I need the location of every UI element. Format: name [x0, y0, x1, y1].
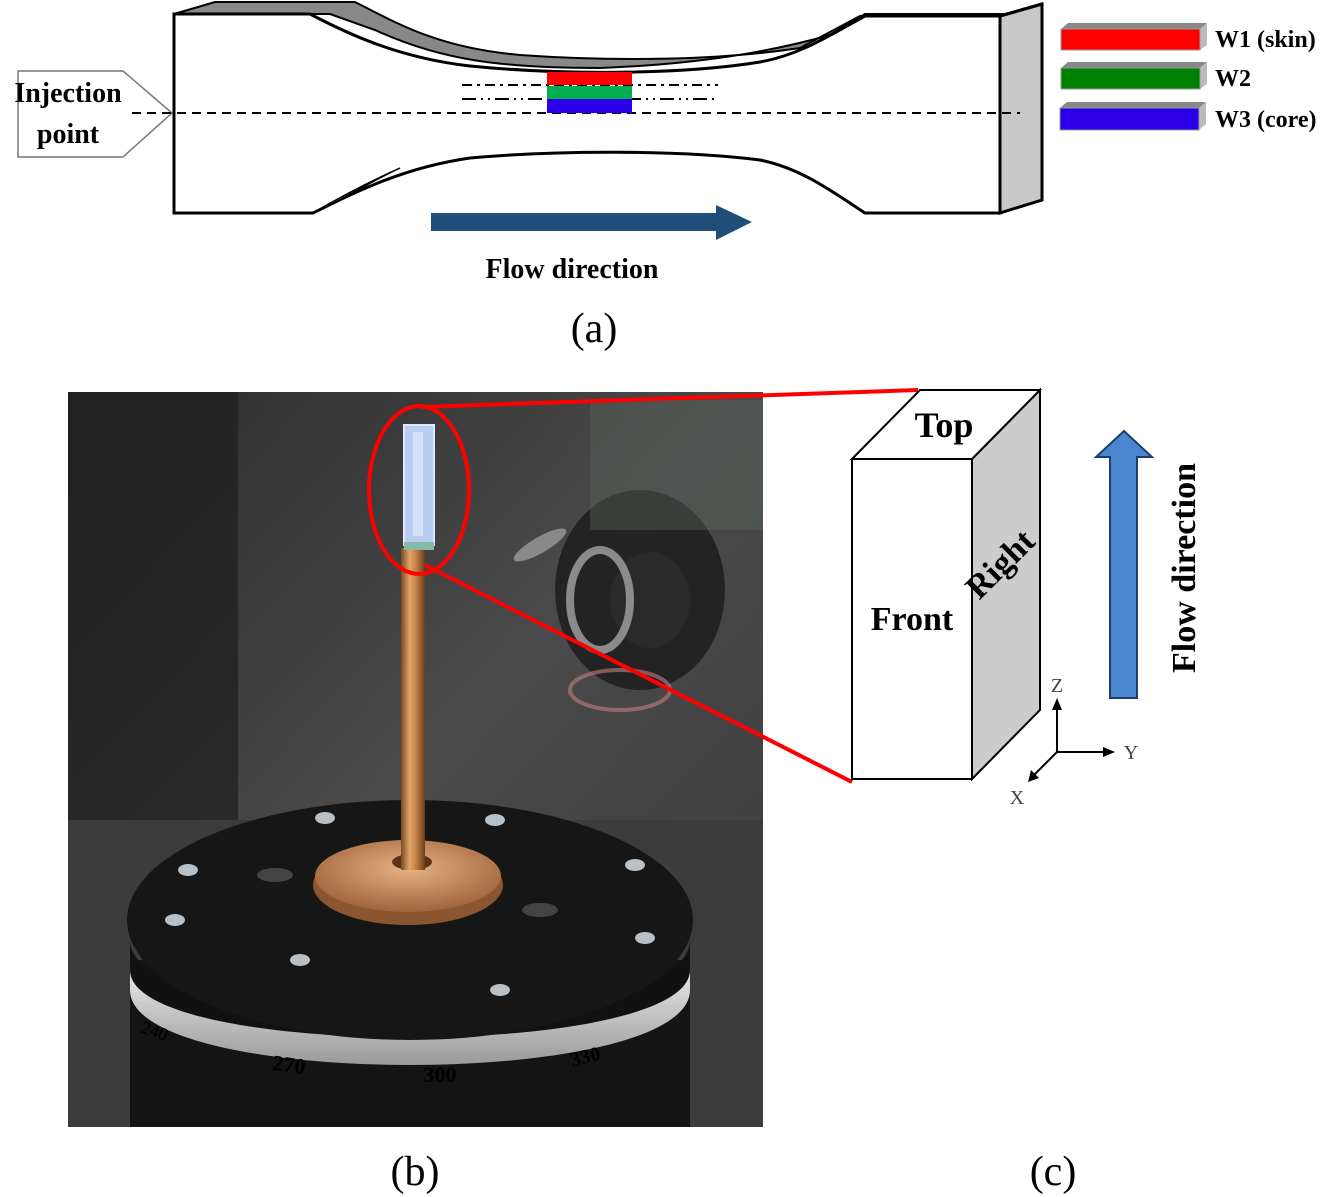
dogbone-bottom-edge: [312, 167, 401, 214]
legend-label-w2: W2: [1215, 66, 1251, 92]
copper-rod: [401, 548, 425, 870]
highlight-ellipse: [367, 404, 471, 576]
legend-label-w3: W3 (core): [1215, 107, 1317, 133]
stage-screws: [165, 812, 655, 996]
dial-label-300: 300: [424, 1062, 457, 1087]
face-label-top: Top: [915, 405, 974, 445]
caption-b: (b): [391, 1149, 440, 1195]
zoom-connector-bottom: [424, 563, 853, 784]
legend: W1 (skin) W2 W3 (core): [1059, 23, 1317, 133]
flow-direction-label-a: Flow direction: [486, 254, 659, 285]
flow-direction-label-c: Flow direction: [1166, 463, 1203, 673]
legend-item-w1: W1 (skin): [1060, 23, 1316, 53]
axis-label-y: Y: [1124, 742, 1138, 764]
axis-label-x: X: [1010, 787, 1025, 809]
flow-arrow-c: [1093, 429, 1155, 699]
dogbone-end-face: [998, 2, 1044, 216]
box-front-face: [851, 458, 973, 780]
panel-b-photo: 240 270 300 330 (b): [68, 392, 763, 1195]
injection-label-line2: point: [37, 119, 100, 150]
coordinate-axes: [1028, 698, 1115, 782]
panel-c: Top Front Right Flow direction Z Y X (c): [849, 387, 1203, 1195]
flow-arrow-a: [431, 205, 752, 240]
panel-a: Injection point Flow direction (a) W1 (s…: [14, 1, 1317, 352]
caption-c: (c): [1030, 1149, 1077, 1195]
legend-label-w1: W1 (skin): [1215, 27, 1316, 53]
dogbone-top-edge: [173, 1, 1031, 70]
injection-point-callout: [17, 70, 174, 158]
legend-item-w3: W3 (core): [1059, 102, 1317, 133]
legend-item-w2: W2: [1060, 62, 1251, 92]
injection-label-line1: Injection: [14, 78, 122, 109]
face-label-front: Front: [871, 601, 954, 638]
layer-w2: [547, 86, 632, 99]
layer-w3: [547, 99, 632, 113]
caption-a: (a): [571, 306, 618, 352]
zoom-connector-top: [420, 388, 919, 409]
axis-label-z: Z: [1051, 675, 1063, 697]
layer-w1: [547, 72, 632, 85]
dial-label-270: 270: [271, 1050, 307, 1079]
